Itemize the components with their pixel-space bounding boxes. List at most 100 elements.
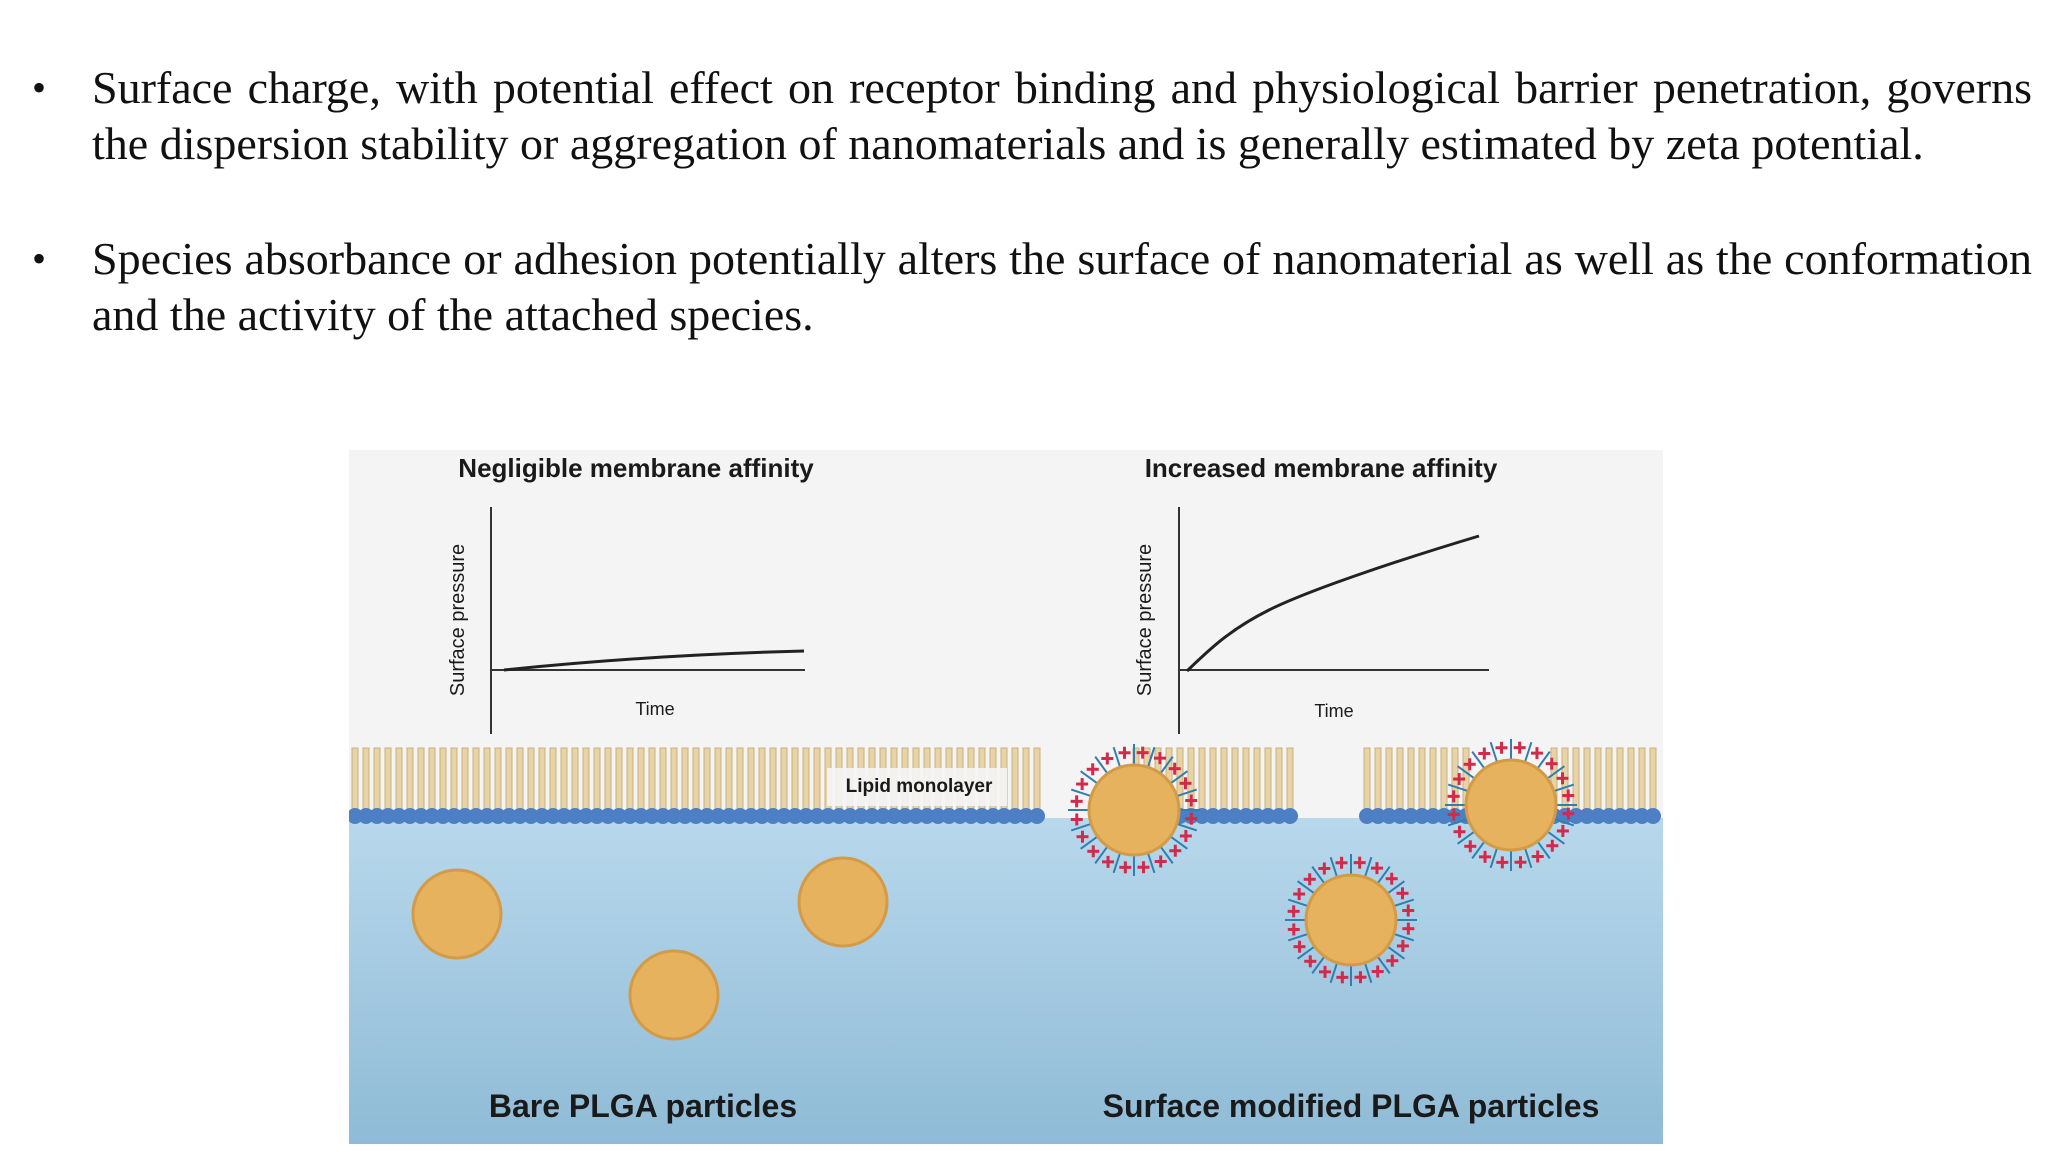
lipid-tail: [604, 747, 612, 811]
lipid-tail: [1022, 747, 1030, 811]
lipid-head: [1359, 808, 1375, 824]
lipid-tail: [483, 747, 491, 811]
lipid-tail: [1374, 747, 1382, 811]
lipid-head: [831, 808, 847, 824]
lipid-head: [688, 808, 704, 824]
lipid-head: [1612, 808, 1628, 824]
lipid-head: [479, 808, 495, 824]
ligand-chain: [1287, 898, 1308, 907]
modified-particle: [1068, 744, 1200, 876]
lipid-tail: [1264, 747, 1272, 811]
lipid-head: [820, 808, 836, 824]
lipid-tail: [538, 747, 546, 811]
lipid-head: [567, 808, 583, 824]
lipid-tail: [780, 747, 788, 811]
lipid-head: [655, 808, 671, 824]
lipid-head: [358, 808, 374, 824]
lipid-tail: [1572, 747, 1580, 811]
lipid-head: [1238, 808, 1254, 824]
lipid-head: [809, 808, 825, 824]
ligand-chain: [1329, 963, 1338, 984]
lipid-tail: [1209, 747, 1217, 811]
ligand-chain: [1554, 783, 1575, 792]
lipid-tail: [582, 747, 590, 811]
lipid-head: [699, 808, 715, 824]
right-caption: Surface modified PLGA particles: [1103, 1088, 1600, 1124]
lipid-tail: [1407, 747, 1415, 811]
lipid-head: [1579, 808, 1595, 824]
plga-particle: [628, 949, 720, 1041]
lipid-head: [1271, 808, 1287, 824]
lipid-head: [798, 808, 814, 824]
ligand-chain: [1554, 818, 1575, 827]
modified-particle: [1445, 739, 1577, 871]
lipid-tail: [1440, 747, 1448, 811]
ligand-chain: [1447, 783, 1468, 792]
lipid-head: [963, 808, 979, 824]
bullet-text: Surface charge, with potential effect on…: [92, 62, 2032, 169]
lipid-tail: [637, 747, 645, 811]
lipid-tail: [527, 747, 535, 811]
lipid-tail: [549, 747, 557, 811]
ligand-chain: [1489, 848, 1498, 869]
lipid-head: [413, 808, 429, 824]
ligand-chain: [1537, 751, 1551, 769]
plga-particle: [1087, 763, 1181, 857]
ligand-chain: [1177, 823, 1198, 832]
ligand-chain: [1387, 946, 1405, 960]
lipid-head: [578, 808, 594, 824]
lipid-tail: [560, 747, 568, 811]
lipid-head: [1568, 808, 1584, 824]
bare-particles: [411, 856, 889, 1041]
lipid-head: [1601, 808, 1617, 824]
ligand-chain: [1311, 956, 1325, 974]
lipid-monolayer: [349, 747, 1661, 824]
lipid-head: [864, 808, 880, 824]
membrane-label: Lipid monolayer: [846, 776, 993, 797]
ligand-chain: [1170, 770, 1188, 784]
lipid-head: [556, 808, 572, 824]
lipid-head: [1645, 808, 1661, 824]
ligand-chain: [1364, 963, 1373, 984]
lipid-head: [1623, 808, 1639, 824]
ligand-chain: [1471, 841, 1485, 859]
lipid-tail: [659, 747, 667, 811]
ligand-chain: [1489, 741, 1498, 762]
lipid-head: [446, 808, 462, 824]
lipid-tail: [450, 747, 458, 811]
figure-illustration: Negligible membrane affinity Increased m…: [349, 450, 1663, 1144]
lipid-tail: [1429, 747, 1437, 811]
plga-particle: [411, 868, 503, 960]
lipid-tail: [802, 747, 810, 811]
lipid-head: [919, 808, 935, 824]
ligand-chain: [1287, 933, 1308, 942]
ligand-chain: [1147, 853, 1156, 874]
lipid-head: [1381, 808, 1397, 824]
lipid-tail: [692, 747, 700, 811]
lipid-tail: [615, 747, 623, 811]
lipid-tail: [417, 747, 425, 811]
lipid-tail: [1220, 747, 1228, 811]
ligand-chain: [1070, 788, 1091, 797]
monolayer-label-bg: [827, 768, 1007, 806]
lipid-head: [380, 808, 396, 824]
lipid-head: [1370, 808, 1386, 824]
lipid-tail: [593, 747, 601, 811]
lipid-tail: [516, 747, 524, 811]
lipid-head: [490, 808, 506, 824]
lipid-head: [600, 808, 616, 824]
ligand-chain: [1547, 831, 1565, 845]
lipid-head: [622, 808, 638, 824]
lipid-tail: [505, 747, 513, 811]
ligand-chain: [1160, 756, 1174, 774]
lipid-tail: [769, 747, 777, 811]
lipid-head: [875, 808, 891, 824]
left-y-label: Surface pressure: [447, 544, 469, 696]
lipid-head: [435, 808, 451, 824]
lipid-head: [369, 808, 385, 824]
lipid-head: [1194, 808, 1210, 824]
right-plot: Surface pressure Time: [1134, 507, 1489, 734]
lipid-head: [908, 808, 924, 824]
lipid-tail: [1242, 747, 1250, 811]
lipid-tail: [1396, 747, 1404, 811]
